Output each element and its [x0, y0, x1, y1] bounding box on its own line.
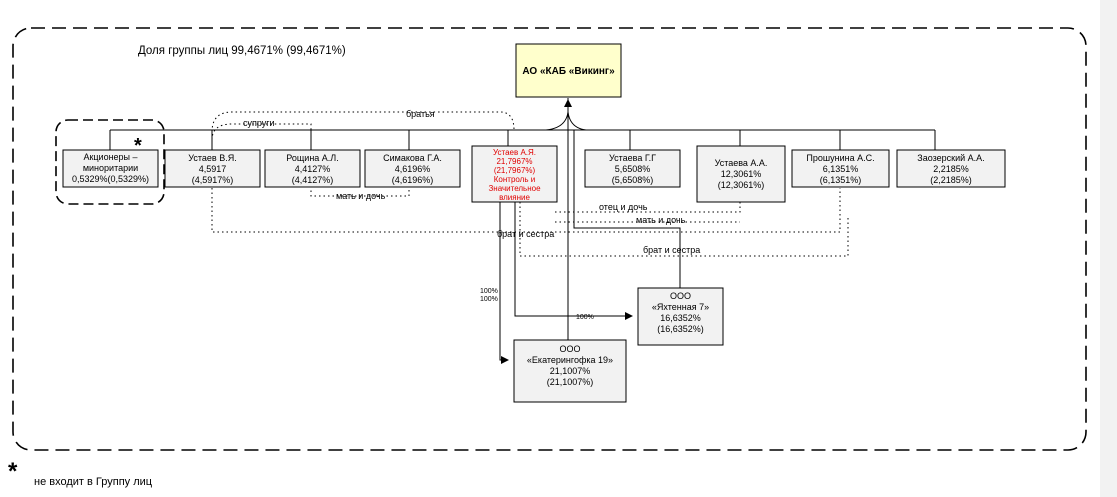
- ekateringofka-share: 21,1007%: [550, 366, 591, 376]
- footnote-star: *: [8, 458, 18, 485]
- ustaev-a-share: 21,7967%: [496, 157, 532, 166]
- root-company-label: АО «КАБ «Викинг»: [522, 66, 615, 77]
- shareholder-box-zaozersky: Заозерский А.А. 2,2185% (2,2185%): [896, 149, 1006, 188]
- ownership-ekat-label-b: 100%: [480, 296, 498, 303]
- proshunina-share: 6,1351%: [823, 164, 859, 174]
- minority-line-2: миноритарии: [83, 163, 138, 173]
- relation-father-daughter-label: отец и дочь: [599, 202, 648, 212]
- ustaev-a-share-bracket: (21,7967%): [494, 166, 536, 175]
- shareholder-box-ustaeva-a: Устаева А.А. 12,3061% (12,3061%): [696, 145, 786, 203]
- roschina-share: 4,4127%: [295, 164, 331, 174]
- zaozersky-share-bracket: (2,2185%): [930, 175, 972, 185]
- minority-star: *: [134, 135, 142, 157]
- company-box-ekateringofka: ООО «Екатерингофка 19» 21,1007% (21,1007…: [513, 339, 627, 403]
- relation-mother-daughter-label-2: мать и дочь: [636, 215, 686, 225]
- shareholder-box-simakova: Симакова Г.А. 4,6196% (4,6196%): [364, 149, 461, 188]
- minority-line-3: 0,5329%(0,5329%): [72, 174, 149, 184]
- yakhtennaya-share-bracket: (16,6352%): [657, 324, 704, 334]
- group-share-text: Доля группы лиц 99,4671% (99,4671%): [138, 45, 346, 57]
- shareholder-box-minority: Акционеры – миноритарии 0,5329%(0,5329%): [62, 149, 159, 188]
- ustaev-v-share-bracket: (4,5917%): [192, 175, 234, 185]
- relation-brother-sister-label-2: брат и сестра: [643, 245, 700, 255]
- simakova-share-bracket: (4,6196%): [392, 175, 434, 185]
- proshunina-name: Прошунина А.С.: [806, 153, 874, 163]
- ustaev-a-control-line-2: Значительное: [488, 184, 541, 193]
- yakhtennaya-name: «Яхтенная 7»: [652, 302, 709, 312]
- group-frame: [12, 27, 1087, 451]
- ustaeva-a-name: Устаева А.А.: [715, 158, 768, 168]
- minority-line-1: Акционеры –: [83, 152, 137, 162]
- ustaev-a-control-line-3: влияние: [499, 193, 530, 202]
- relation-brother-sister-label: брат и сестра: [497, 229, 554, 239]
- ekateringofka-share-bracket: (21,1007%): [547, 377, 594, 387]
- ustaeva-a-share-bracket: (12,3061%): [718, 180, 765, 190]
- footnote-text: не входит в Группу лиц: [34, 476, 153, 488]
- zaozersky-share: 2,2185%: [933, 164, 969, 174]
- relation-mother-daughter-label: мать и дочь: [336, 191, 386, 201]
- company-box-yakhtennaya: ООО «Яхтенная 7» 16,6352% (16,6352%): [637, 287, 724, 346]
- roschina-name: Рощина А.Л.: [286, 153, 338, 163]
- relationship-lines: [211, 111, 849, 257]
- ustaeva-g-share: 5,6508%: [615, 164, 651, 174]
- yakhtennaya-type: ООО: [670, 291, 691, 301]
- ownership-yakht-label: 100%: [576, 314, 594, 321]
- shareholder-box-roschina: Рощина А.Л. 4,4127% (4,4127%): [264, 149, 361, 188]
- shareholder-box-ustaev-v: Устаев В.Я. 4,5917 (4,5917%): [164, 149, 261, 188]
- ekateringofka-type: ООО: [559, 344, 580, 354]
- scrollbar-track[interactable]: [1100, 0, 1117, 497]
- shareholder-box-ustaeva-g: Устаева Г.Г 5,6508% (5,6508%): [584, 149, 681, 188]
- ustaev-a-name: Устаев А.Я.: [493, 148, 536, 157]
- ekateringofka-name: «Екатерингофка 19»: [527, 355, 613, 365]
- shareholder-box-proshunina: Прошунина А.С. 6,1351% (6,1351%): [791, 149, 890, 188]
- relation-spouses-label: супруги: [243, 118, 275, 128]
- root-company-box: [515, 43, 622, 98]
- shareholder-box-ustaev-a: Устаев А.Я. 21,7967% (21,7967%) Контроль…: [471, 145, 558, 203]
- relation-brothers-label: братья: [406, 109, 435, 119]
- simakova-name: Симакова Г.А.: [383, 153, 442, 163]
- ustaeva-g-share-bracket: (5,6508%): [612, 175, 654, 185]
- simakova-share: 4,6196%: [395, 164, 431, 174]
- yakhtennaya-share: 16,6352%: [660, 313, 701, 323]
- proshunina-share-bracket: (6,1351%): [820, 175, 862, 185]
- ustaeva-g-name: Устаева Г.Г: [609, 153, 656, 163]
- ustaeva-a-share: 12,3061%: [721, 169, 762, 179]
- zaozersky-name: Заозерский А.А.: [917, 153, 984, 163]
- ownership-ekat-label-a: 100%: [480, 288, 498, 295]
- roschina-share-bracket: (4,4127%): [292, 175, 334, 185]
- ustaev-a-control-line-1: Контроль и: [494, 175, 535, 184]
- ustaev-v-name: Устаев В.Я.: [188, 153, 236, 163]
- ustaev-v-share: 4,5917: [199, 164, 227, 174]
